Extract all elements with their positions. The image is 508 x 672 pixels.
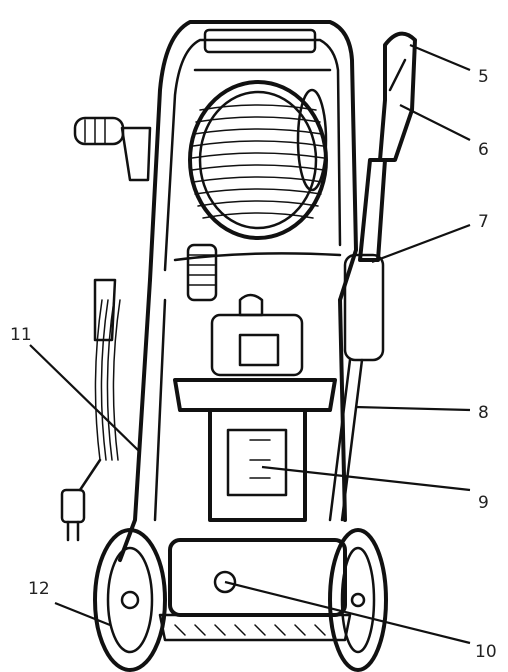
leader-10: [224, 580, 471, 645]
callout-7: 7: [478, 212, 489, 232]
callout-labels: 5 6 7 8 9 10 11 12: [10, 67, 497, 662]
trigger-gun: [328, 31, 417, 522]
callout-11: 11: [10, 325, 32, 345]
left-wheel: [93, 528, 167, 672]
right-wheel: [328, 528, 388, 672]
leader-8: [354, 405, 471, 412]
hose-reel: [188, 80, 328, 240]
power-cord: [60, 278, 121, 542]
callout-5: 5: [478, 67, 489, 87]
chassis: [118, 278, 352, 642]
leader-lines: [29, 43, 471, 645]
callout-8: 8: [478, 403, 489, 423]
leader-7: [371, 223, 471, 264]
leader-12: [54, 601, 111, 627]
reel-crank: [73, 116, 152, 182]
motor-body: [173, 293, 337, 522]
callout-12: 12: [28, 579, 50, 599]
wand-holder: [186, 243, 218, 302]
callout-10: 10: [475, 642, 497, 662]
frame-handle: [148, 20, 358, 302]
leader-11: [29, 344, 141, 453]
leader-5: [409, 43, 471, 72]
leader-9: [261, 465, 471, 492]
callout-9: 9: [478, 493, 489, 513]
callout-6: 6: [478, 140, 489, 160]
leader-6: [399, 104, 471, 141]
